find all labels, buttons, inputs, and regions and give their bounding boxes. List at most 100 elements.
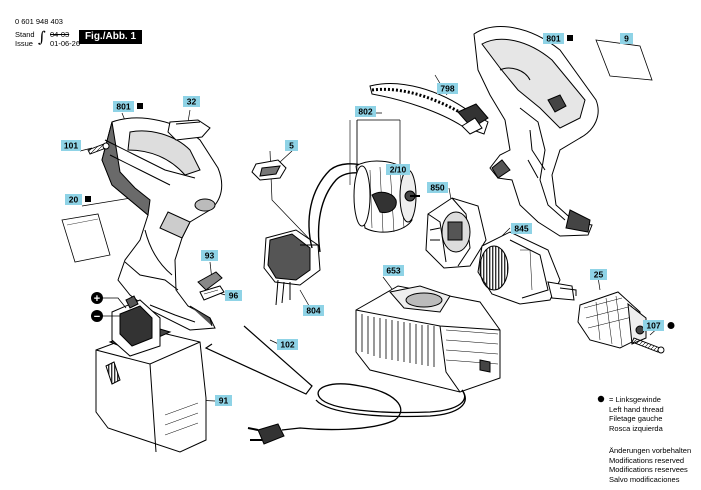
callout-96: 96	[225, 290, 242, 301]
callout-804: 804	[303, 305, 324, 316]
wiring-802-part	[349, 120, 358, 185]
charger-cord-part	[281, 383, 466, 431]
plus-sign: +	[94, 293, 100, 305]
thread-line-4: Rosca izquierda	[609, 423, 663, 433]
charger-plug-part	[247, 423, 285, 445]
reserved-line-1: Änderungen vorbehalten	[609, 446, 692, 455]
callout-107: 107	[643, 320, 675, 331]
callout-2-10: 2/10	[386, 164, 410, 175]
square-marker-icon	[137, 103, 143, 109]
label-plate-20-part	[61, 213, 111, 263]
thread-line-1: = Linksgewinde	[609, 395, 661, 404]
callout-text: 804	[306, 306, 320, 316]
callout-802: 802	[355, 106, 376, 117]
switch-cap-5-part	[251, 159, 287, 181]
callout-text: 91	[219, 396, 229, 406]
callout-9: 9	[620, 33, 633, 44]
callout-box	[61, 140, 81, 151]
housing-right-part	[473, 26, 599, 237]
callout-5: 5	[285, 140, 298, 151]
minus-sign: −	[94, 311, 100, 323]
callout-798: 798	[437, 83, 458, 94]
callout-text: 101	[64, 141, 78, 151]
callout-box	[620, 33, 633, 44]
callout-box	[215, 395, 232, 406]
stand-label: Stand	[15, 30, 35, 39]
callout-text: 653	[386, 266, 400, 276]
callout-box	[590, 269, 607, 280]
clip-32-part	[167, 119, 211, 141]
callout-845: 845	[511, 223, 532, 234]
callout-20: 20	[65, 194, 91, 205]
stand-value: 04-03	[50, 30, 70, 39]
callout-box	[303, 305, 324, 316]
callout-labels: 801 32 101 20 5 802 798 801 9 2/10 850 845 93 96 804 65…	[61, 33, 675, 406]
callout-box	[225, 290, 242, 301]
callout-93: 93	[201, 250, 218, 261]
callout-text: 20	[69, 195, 79, 205]
issue-value: 01-06-26	[50, 39, 81, 48]
chuck-25-part	[577, 291, 647, 349]
callout-box	[113, 101, 134, 112]
callout-text: 802	[358, 107, 372, 117]
callout-text: 96	[229, 291, 239, 301]
callout-91: 91	[215, 395, 232, 406]
callout-box	[183, 96, 200, 107]
bracket-glyph: ∫	[38, 28, 46, 46]
callout-box	[201, 250, 218, 261]
callout-text: 9	[624, 34, 629, 44]
reserved-line-2: Modifications reserved	[609, 455, 685, 465]
callout-25: 25	[590, 269, 607, 280]
dot-marker-icon	[667, 322, 675, 329]
callout-text: 798	[440, 84, 454, 94]
reserved-line-3: Modifications reservees	[609, 465, 688, 474]
charger-653-part	[355, 285, 501, 393]
housing-left-part	[101, 117, 223, 331]
callout-653: 653	[383, 265, 404, 276]
callout-box	[277, 339, 298, 350]
screw-101-part	[87, 142, 110, 155]
callout-text: 845	[514, 224, 528, 234]
callout-850: 850	[427, 182, 448, 193]
switch-804-part	[263, 229, 321, 306]
callout-text: 2/10	[390, 165, 407, 175]
polarity-markers: + −	[91, 292, 127, 323]
thread-line-3: Filetage gauche	[609, 414, 663, 423]
square-marker-icon	[85, 196, 91, 202]
reserved-line-4: Salvo modificaciones	[609, 474, 680, 484]
callout-32: 32	[183, 96, 200, 107]
callout-box	[643, 320, 664, 331]
square-marker-icon	[567, 35, 573, 41]
callout-text: 107	[646, 321, 660, 331]
reserved-legend: Änderungen vorbehalten Modifications res…	[609, 446, 691, 484]
callout-box	[543, 33, 564, 44]
callout-box	[511, 223, 532, 234]
minus-marker-icon	[91, 310, 103, 322]
callout-text: 801	[546, 34, 560, 44]
callout-box	[355, 106, 376, 117]
plus-marker-icon	[91, 292, 103, 304]
callout-102: 102	[277, 339, 298, 350]
callout-801-left: 801	[113, 101, 143, 112]
gearbox-845-part	[477, 231, 577, 305]
callout-text: 25	[594, 270, 604, 280]
callout-text: 5	[289, 141, 294, 151]
callout-box	[386, 164, 410, 175]
callout-box	[437, 83, 458, 94]
label-plate-9-part	[595, 39, 653, 81]
callout-text: 93	[205, 251, 215, 261]
screw-107-part	[631, 337, 665, 354]
callout-box	[285, 140, 298, 151]
hook-102-part	[204, 325, 313, 395]
callout-box	[383, 265, 404, 276]
motor-2-10-part	[308, 160, 420, 253]
thread-line-2: Left hand thread	[609, 404, 664, 414]
contact-93-96-part	[197, 271, 225, 301]
callout-text: 102	[280, 340, 294, 350]
callout-box	[65, 194, 82, 205]
left-hand-thread-dot-icon	[597, 395, 605, 403]
callout-101: 101	[61, 140, 81, 151]
callout-box	[427, 182, 448, 193]
issue-label: Issue	[15, 39, 33, 48]
